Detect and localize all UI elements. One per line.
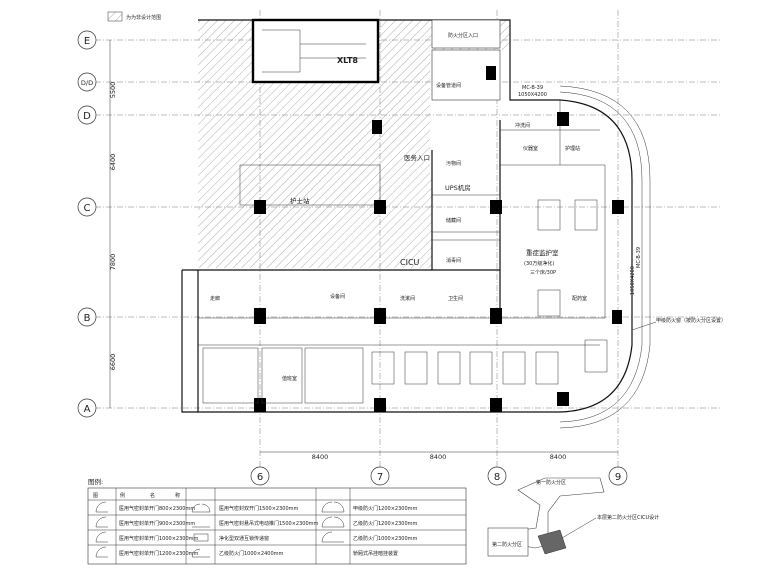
legend-r1-c3: 甲级防火门1200×2300mm: [353, 505, 418, 512]
key-plan: 第一防火分区 本层第二防火分区CICU设计 第二防火分区: [487, 477, 659, 557]
legend-r2-c1: 医用气密封单开门900×2300mm: [119, 520, 195, 527]
row-label-D: D: [83, 111, 91, 122]
left-dim-3: 7800: [109, 254, 117, 271]
wall-cicu-subrooms: [432, 194, 500, 241]
storage-room-label: 储藏间: [446, 217, 461, 224]
ups-room-label: UPS机房: [445, 183, 471, 192]
hatch-legend-text: 为为非设计范围: [126, 14, 161, 21]
legend-r2-c3: 乙级防火门1200×2300mm: [353, 520, 418, 527]
row-label-B: B: [84, 313, 91, 324]
legend-table: 图例: 图 例 名 称 医用气密封单开门800×2300mm 医用气密封单开门9…: [87, 477, 467, 565]
structural-columns: [254, 66, 624, 412]
legend-r4-c2: 乙级防火门1000×2400mm: [219, 550, 284, 557]
legend-header-1: 图: [93, 493, 98, 499]
wall-cicu-west: [431, 150, 500, 271]
legend-r4-c1: 医用气密封单开门1200×2300mm: [119, 550, 199, 557]
bed-bays: [371, 199, 608, 385]
key-plan-label-top: 第一防火分区: [536, 479, 566, 486]
legend-title: 图例:: [88, 477, 103, 486]
legend-header-4: 称: [175, 492, 180, 499]
legend-r3-c3: 乙级防火门1000×2300mm: [353, 535, 418, 542]
mc-top-label: MC-B-39: [522, 85, 543, 91]
row-label-E: E: [84, 36, 90, 47]
legend-r3-c1: 医用气密封单开门1000×2300mm: [119, 535, 199, 542]
key-plan-label-mid: 本层第二防火分区CICU设计: [597, 514, 659, 521]
annotation-right: 甲级防火窗（按防火分区设置）: [656, 317, 726, 324]
medical-entrance-label: 医务入口: [404, 153, 430, 162]
legend-header-2: 例: [120, 492, 125, 499]
lab-room-label: 配药室: [572, 295, 587, 302]
room-top-right-label: 防火分区入口: [448, 32, 478, 39]
legend-r2-c2: 医用气密封悬吊式电动推门1500×2300mm: [219, 520, 319, 527]
icu-main-label: 重症监护室: [526, 248, 559, 257]
column-axis-bubbles: 6 7 8 9: [250, 466, 628, 486]
outer-wall: [197, 19, 633, 413]
bottom-dim-2: 8400: [430, 453, 447, 461]
cicu-label: CICU: [400, 258, 420, 267]
legend-header-3: 名: [150, 492, 155, 499]
flush-room-label: 冲洗间: [515, 122, 530, 129]
col-label-6: 6: [257, 472, 263, 483]
xlt8-label: XLT8: [337, 56, 358, 65]
outer-wall-left: [181, 270, 198, 413]
nurse-office-label: 护理站: [565, 145, 580, 152]
icu-capacity-label: 三个床/30P: [530, 269, 556, 276]
nurse-station-label: 护士站: [290, 196, 310, 205]
disinfect-room-label: 消毒间: [446, 257, 461, 264]
wall-ne-rooms: [500, 100, 600, 165]
icu-note-label: (30万级净化): [524, 260, 554, 267]
row-axis-bubbles: E D/D D C B A: [77, 30, 97, 418]
mc-top-size-label: 1050X4200: [518, 92, 547, 98]
doctor-room-label: 值班室: [282, 375, 297, 382]
row-label-A: A: [84, 404, 91, 415]
col-label-7: 7: [377, 472, 383, 483]
left-dim-1: 5500: [109, 82, 117, 99]
guard-room-label: 设备管道间: [436, 82, 461, 89]
corridor-room-label: 走廊: [210, 295, 220, 302]
key-plan-label-bottom: 第二防火分区: [492, 541, 522, 548]
hatch-swatch: [107, 11, 123, 22]
bottom-dim-1: 8400: [312, 453, 329, 461]
room-top-right: [431, 19, 501, 49]
legend-r1-c2: 医用气密封双开门1500×2300mm: [219, 505, 299, 512]
dirty-room-label: 污物间: [446, 160, 461, 167]
east-glazing-outer: [559, 85, 651, 429]
legend-r1-c1: 医用气密封单开门800×2300mm: [119, 505, 195, 512]
row-label-DD: D/D: [81, 79, 93, 87]
col-label-9: 9: [615, 472, 621, 483]
wall-icu-room: [500, 164, 606, 319]
mc-right-label: MC-B-39: [636, 247, 642, 268]
left-dim-4: 6600: [109, 354, 117, 371]
mc-right-size-label: 1050X4200: [630, 266, 636, 295]
isolation-rooms: [202, 347, 364, 404]
toilet-room-label: 卫生间: [448, 295, 463, 302]
wash-room-label: 洗漱间: [400, 295, 415, 302]
instrument-room-label: 仪器室: [523, 145, 538, 152]
col-label-8: 8: [494, 472, 500, 483]
key-plan-highlight: [537, 529, 567, 555]
left-dim-2: 6400: [109, 154, 117, 171]
legend-r4-c3: 轿厢式吊挂暗挂装置: [353, 550, 398, 557]
east-glazing: [559, 91, 643, 423]
stair-core-xlt8: [251, 18, 380, 84]
equipment-room-label: 设备间: [330, 293, 345, 300]
row-label-C: C: [84, 203, 91, 214]
legend-r3-c2: 净化型双通互锁传递窗: [219, 535, 269, 542]
bottom-dim-3: 8400: [550, 453, 567, 461]
